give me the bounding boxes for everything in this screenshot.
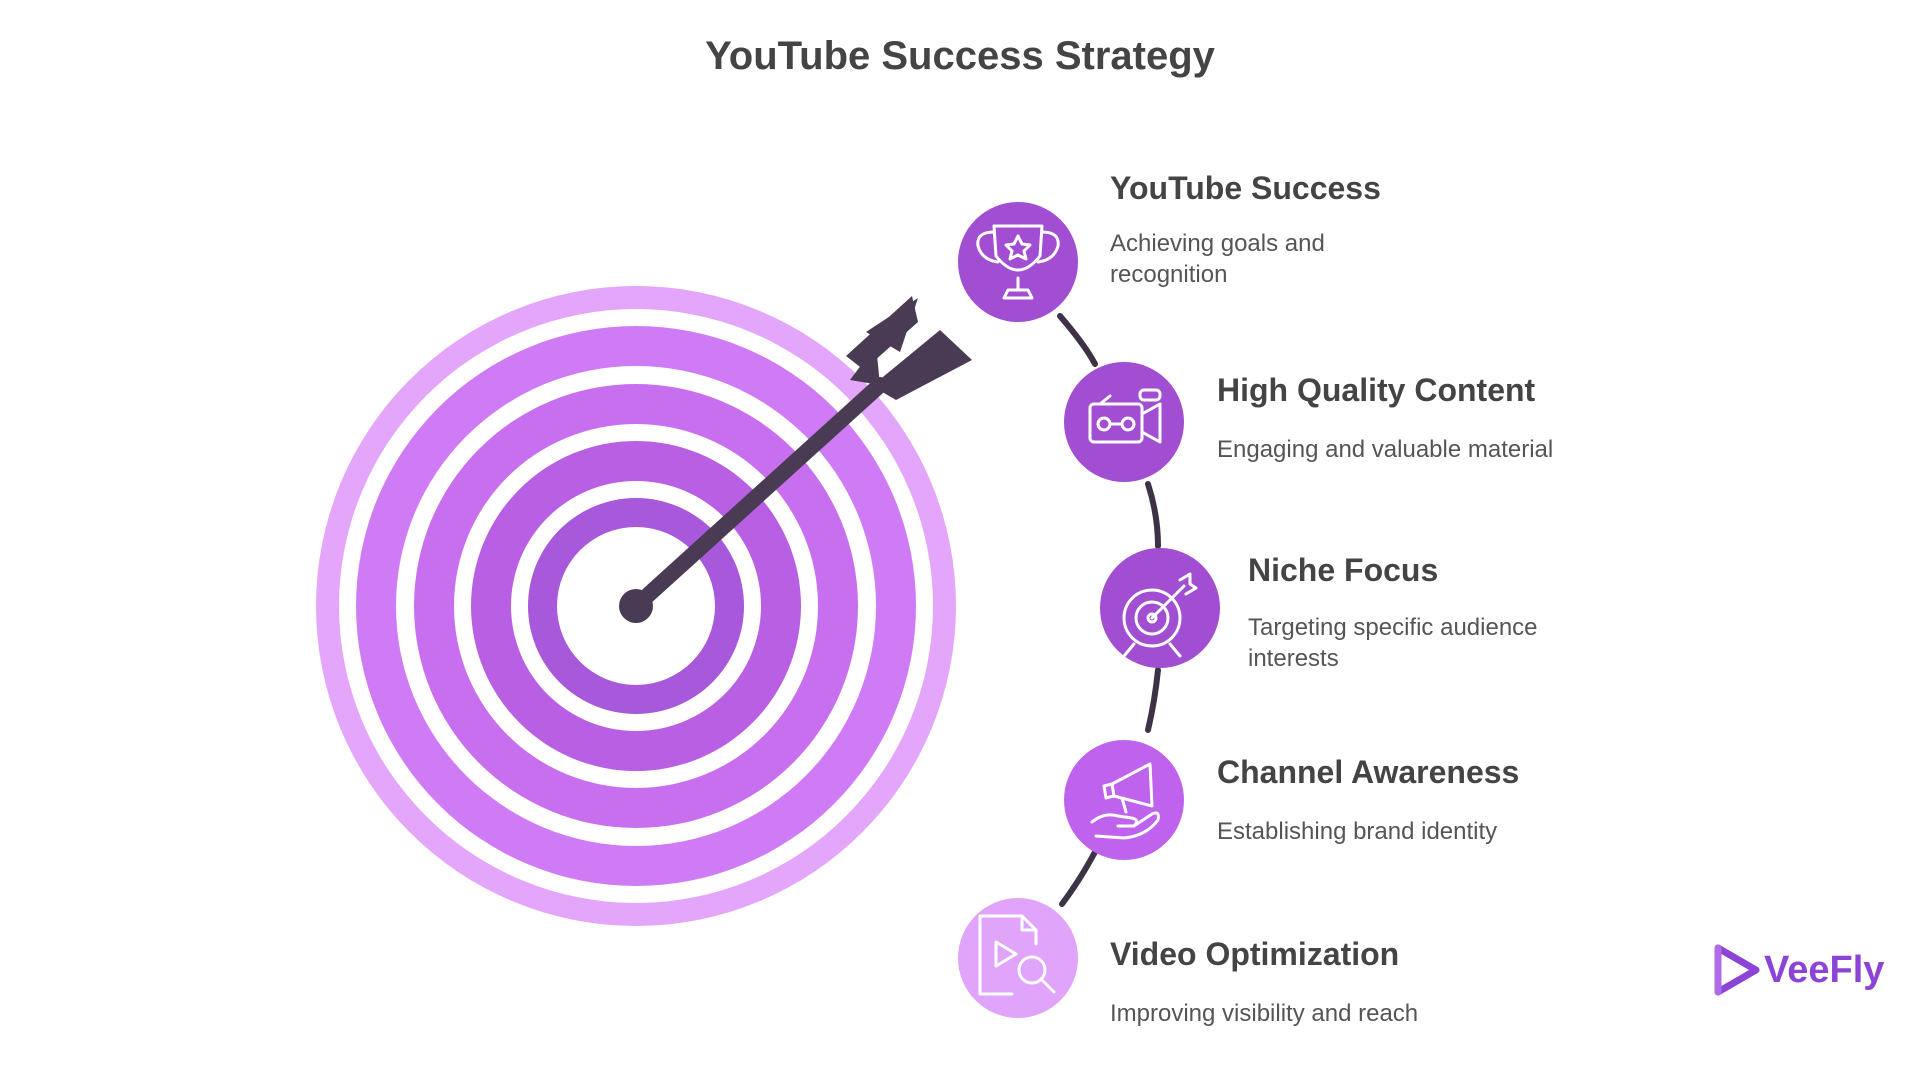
- trophy-icon: [976, 224, 1060, 300]
- step-2-badge: [1064, 362, 1184, 482]
- step-1-description: Achieving goals and recognition: [1110, 230, 1325, 288]
- video-search-icon: [978, 914, 1056, 996]
- step-3-badge: [1100, 548, 1220, 668]
- step-2-title: High Quality Content: [1217, 372, 1536, 408]
- step-4-badge: [1064, 740, 1184, 860]
- video-camera-icon: [1088, 388, 1162, 444]
- step-1-title: YouTube Success: [1110, 170, 1381, 206]
- brand-name: VeeFly: [1764, 948, 1885, 991]
- page-title: YouTube Success Strategy: [705, 34, 1215, 78]
- step-1-badge: [958, 202, 1078, 322]
- target-arrow-icon: [1122, 572, 1198, 658]
- step-3-title: Niche Focus: [1248, 552, 1439, 588]
- megaphone-hand-icon: [1090, 762, 1160, 840]
- step-5-title: Video Optimization: [1110, 936, 1400, 972]
- step-4-title: Channel Awareness: [1217, 754, 1520, 790]
- veefly-logo-icon: [1714, 944, 1760, 996]
- arrow-graphic: [619, 296, 972, 623]
- step-3-description: Targeting specific audience interests: [1248, 614, 1538, 672]
- step-5-description: Improving visibility and reach: [1110, 1000, 1419, 1027]
- step-4-description: Establishing brand identity: [1217, 818, 1498, 845]
- step-2-description: Engaging and valuable material: [1217, 436, 1554, 463]
- step-connectors: [1057, 313, 1161, 907]
- step-5-badge: [958, 898, 1078, 1018]
- brand-logo: VeeFly: [1714, 944, 1884, 996]
